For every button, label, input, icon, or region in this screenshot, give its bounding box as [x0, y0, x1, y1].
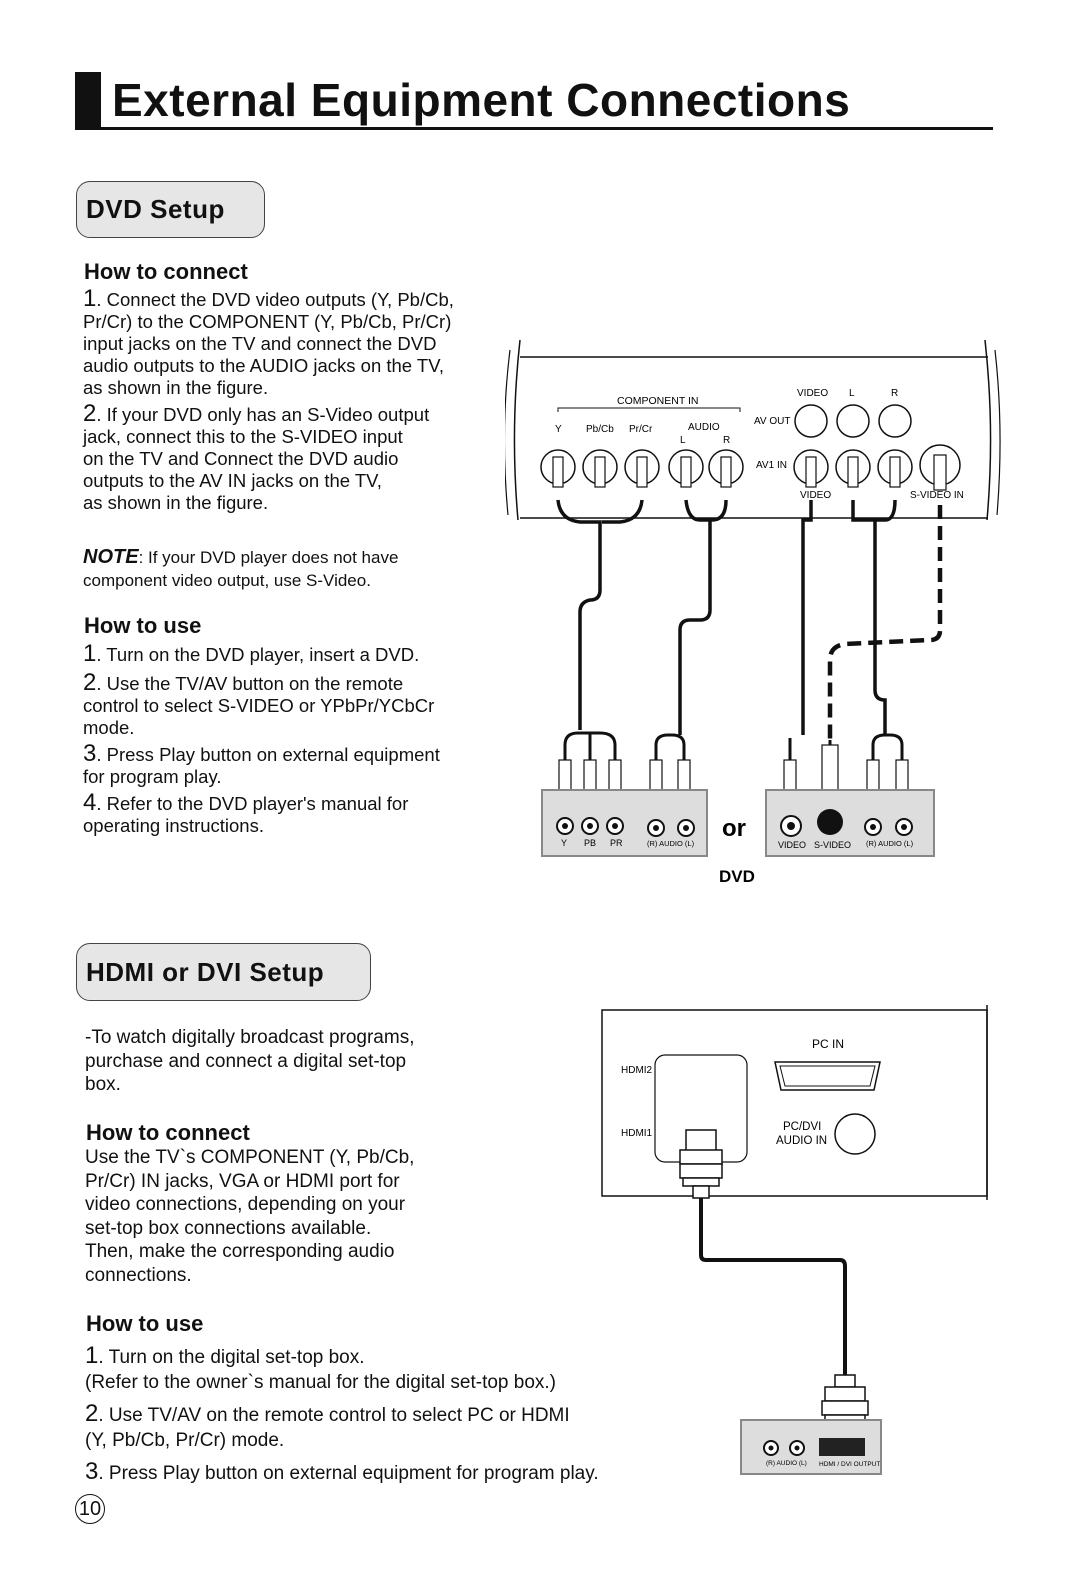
dvd-connect-step: 1. Connect the DVD video outputs (Y, Pb/… [83, 285, 513, 399]
connect-line: connections. [85, 1264, 192, 1286]
dvd-connect-step: 2. If your DVD only has an S-Video outpu… [83, 400, 513, 514]
note-line: : If your DVD player does not have [138, 548, 399, 567]
pc-in-label: PC IN [812, 1037, 844, 1051]
step-line: . Turn on the digital set-top box. [98, 1347, 365, 1368]
step-line: outputs to the AV IN jacks on the TV, [83, 470, 382, 491]
dvd-device-label: DVD [719, 867, 755, 886]
dvd-note: NOTE: If your DVD player does not have c… [83, 546, 513, 592]
step-line: . Connect the DVD video outputs (Y, Pb/C… [96, 289, 454, 310]
hdmi-connect-text: Use the TV`s COMPONENT (Y, Pb/Cb, Pr/Cr)… [85, 1146, 505, 1287]
step-number: 3 [85, 1458, 99, 1485]
audio-label: AUDIO [688, 422, 720, 433]
pc-dvi-label: PC/DVI [783, 1121, 821, 1133]
y-label: Y [555, 424, 562, 435]
dvd-connect-steps: 1. Connect the DVD video outputs (Y, Pb/… [83, 285, 513, 514]
note-label: NOTE [83, 546, 139, 568]
step-number: 4 [83, 789, 97, 816]
step-line: (Y, Pb/Cb, Pr/Cr) mode. [85, 1430, 285, 1451]
stb-audio-label: (R) AUDIO (L) [766, 1460, 807, 1467]
dvd-connection-diagram: COMPONENT IN Y Pb/Cb Pr/Cr AUDIO L R VID… [505, 339, 1001, 886]
dvd-section-title: DVD Setup [86, 194, 225, 224]
hdmi2-label: HDMI2 [621, 1065, 653, 1076]
dvd-video-label: VIDEO [778, 840, 806, 850]
dvd-use-heading: How to use [84, 613, 202, 638]
title-bar-marker [75, 72, 101, 128]
step-line: for program play. [83, 766, 222, 787]
dvd-pr-label: PR [610, 838, 623, 848]
page-title: External Equipment Connections [112, 74, 851, 126]
step-number: 1 [83, 640, 97, 667]
hdmi-connection-diagram: HDMI2 HDMI1 PC IN PC/DVI AUDIO IN (R) AU… [601, 1005, 988, 1475]
connect-line: Then, make the corresponding audio [85, 1241, 395, 1262]
step-line: . Use TV/AV on the remote control to sel… [98, 1405, 570, 1426]
intro-line: purchase and connect a digital set-top [85, 1050, 407, 1072]
dvd-y-label: Y [561, 838, 567, 848]
dvd-pb-label: PB [584, 838, 596, 848]
av-out-label: AV OUT [754, 416, 790, 427]
step-number: 1 [85, 1342, 99, 1369]
intro-line: -To watch digitally broadcast programs, [85, 1027, 415, 1048]
step-line: input jacks on the TV and connect the DV… [83, 333, 437, 354]
step-line: . Use the TV/AV button on the remote [96, 673, 404, 694]
stb-output-label: HDMI / DVI OUTPUT [819, 1461, 880, 1468]
step-line: as shown in the figure. [83, 492, 269, 513]
step-line: . Refer to the DVD player's manual for [96, 793, 409, 814]
or-label: or [722, 815, 746, 842]
intro-line: box. [85, 1074, 121, 1095]
step-line: jack, connect this to the S-VIDEO input [83, 426, 403, 447]
hdmi1-label: HDMI1 [621, 1128, 653, 1139]
step-number: 2 [83, 400, 97, 427]
step-line: . Press Play button on external equipmen… [96, 744, 440, 765]
connect-line: video connections, depending on your [85, 1194, 406, 1215]
step-line: (Refer to the owner`s manual for the dig… [85, 1372, 557, 1393]
audio-r-label: R [723, 435, 730, 446]
step-line: Pr/Cr) to the COMPONENT (Y, Pb/Cb, Pr/Cr… [83, 311, 452, 332]
l-top-label: L [849, 388, 855, 399]
step-line: as shown in the figure. [83, 377, 269, 398]
page-number: 10 [75, 1494, 105, 1524]
step-line: operating instructions. [83, 815, 264, 836]
dvd-section-header: DVD Setup [76, 181, 265, 238]
step-number: 2 [85, 1400, 99, 1427]
step-line: . Press Play button on external equipmen… [98, 1463, 599, 1484]
step-line: mode. [83, 717, 135, 738]
hdmi-connect-heading: How to connect [86, 1120, 250, 1145]
hdmi-intro: -To watch digitally broadcast programs, … [85, 1026, 505, 1097]
step-line: on the TV and Connect the DVD audio [83, 448, 399, 469]
connect-line: Pr/Cr) IN jacks, VGA or HDMI port for [85, 1170, 400, 1192]
av1-in-label: AV1 IN [756, 460, 787, 471]
hdmi-use-steps: 1. Turn on the digital set-top box. (Ref… [85, 1343, 725, 1486]
hdmi-use-heading: How to use [86, 1311, 204, 1336]
dvd-connect-heading: How to connect [84, 259, 248, 284]
hdmi-section-header: HDMI or DVI Setup [76, 943, 371, 1001]
note-line: component video output, use S-Video. [83, 571, 371, 590]
connect-line: set-top box connections available. [85, 1217, 372, 1239]
step-number: 2 [83, 669, 97, 696]
step-line: control to select S-VIDEO or YPbPr/YCbCr [83, 695, 435, 716]
step-number: 1 [83, 285, 97, 312]
svideo-in-label: S-VIDEO IN [910, 490, 964, 501]
video-bottom-label: VIDEO [800, 490, 831, 501]
step-number: 3 [83, 740, 97, 767]
hdmi-section-title: HDMI or DVI Setup [86, 956, 325, 987]
audio-l-label: L [680, 435, 686, 446]
title-underline [75, 127, 993, 130]
connect-line: Use the TV`s COMPONENT (Y, Pb/Cb, [85, 1147, 415, 1168]
step-line: . Turn on the DVD player, insert a DVD. [96, 644, 420, 665]
step-line: . If your DVD only has an S-Video output [96, 404, 430, 425]
pb-label: Pb/Cb [586, 424, 614, 435]
pr-label: Pr/Cr [629, 424, 653, 435]
dvd-use-steps: 1. Turn on the DVD player, insert a DVD.… [83, 640, 513, 837]
hdmi-plug-icon [679, 1129, 723, 1199]
dvd-audio-left-label: (R) AUDIO (L) [647, 839, 695, 848]
dvd-svideo-label: S-VIDEO [814, 840, 851, 850]
r-top-label: R [891, 388, 898, 399]
step-line: audio outputs to the AUDIO jacks on the … [83, 355, 444, 376]
dvd-audio-right-label: (R) AUDIO (L) [866, 839, 914, 848]
component-in-label: COMPONENT IN [617, 395, 698, 407]
video-top-label: VIDEO [797, 388, 828, 399]
audio-in-label: AUDIO IN [776, 1135, 827, 1147]
